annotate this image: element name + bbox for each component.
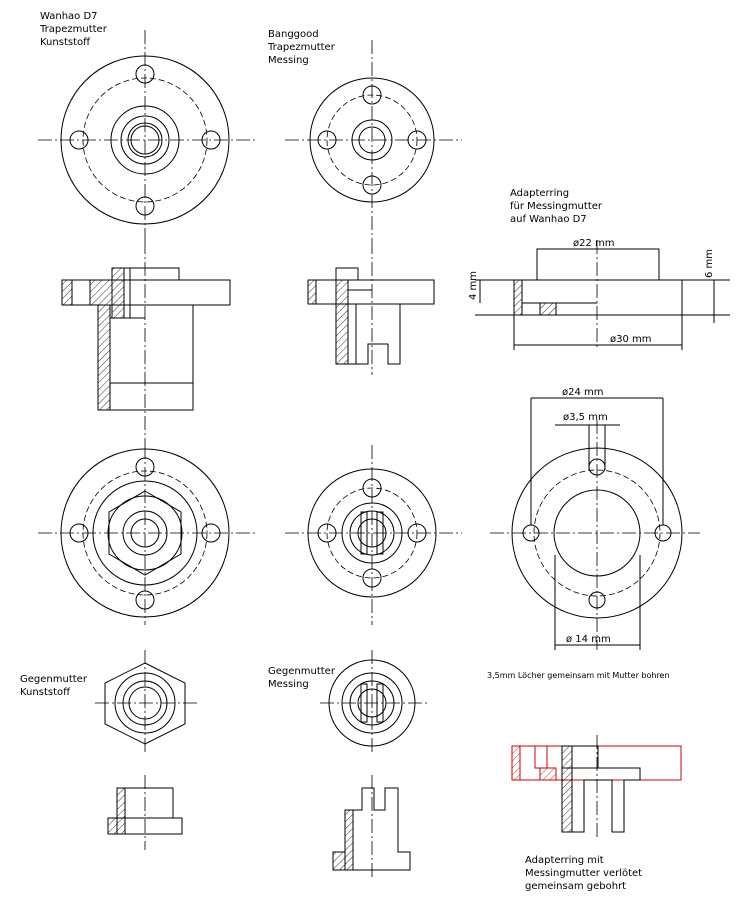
svg-text:Kunststoff: Kunststoff	[20, 687, 71, 698]
svg-text:Messingmutter verlötet: Messingmutter verlötet	[525, 868, 642, 879]
label-adapter-ring: Adapterring für Messingmutter auf Wanhao…	[510, 188, 603, 225]
dim-d14: ø 14 mm	[566, 634, 611, 645]
label-wanhao-nut: Wanhao D7 Trapezmutter Kunststoff	[39, 11, 108, 48]
dim-d22: ø22 mm	[573, 238, 615, 249]
svg-text:Wanhao D7: Wanhao D7	[40, 11, 98, 22]
plastic-counter-nut-top-view	[95, 650, 200, 755]
dim-h6: 6 mm	[704, 249, 715, 278]
brass-counter-nut-section	[332, 775, 411, 880]
label-counter-nut-brass: Gegenmutter Messing	[268, 666, 336, 690]
soldered-assembly-section	[511, 735, 682, 840]
banggood-nut-section-view	[307, 240, 435, 375]
wanhao-nut-section-view	[61, 240, 231, 445]
label-drill-note: 3,5mm Löcher gemeinsam mit Mutter bohren	[487, 671, 670, 680]
svg-text:Gegenmutter: Gegenmutter	[268, 666, 336, 677]
plastic-counter-nut-section	[107, 775, 183, 850]
dim-d24: ø24 mm	[562, 387, 604, 398]
svg-text:Gegenmutter: Gegenmutter	[20, 674, 88, 685]
svg-text:gemeinsam gebohrt: gemeinsam gebohrt	[525, 881, 626, 892]
adapter-ring-section-view	[475, 240, 730, 350]
brass-counter-nut-top-view	[320, 650, 430, 755]
dim-h4: 4 mm	[468, 271, 479, 300]
svg-text:Banggood: Banggood	[268, 29, 319, 40]
label-banggood-nut: Banggood Trapezmutter Messing	[267, 29, 336, 66]
svg-text:Messing: Messing	[268, 55, 309, 66]
svg-text:Adapterring mit: Adapterring mit	[525, 855, 604, 866]
label-soldered-note: Adapterring mit Messingmutter verlötet g…	[525, 855, 642, 892]
svg-text:Adapterring: Adapterring	[510, 188, 569, 199]
svg-text:Kunststoff: Kunststoff	[40, 37, 91, 48]
wanhao-nut-with-hex-top-view	[38, 445, 255, 625]
svg-text:für Messingmutter: für Messingmutter	[510, 201, 603, 212]
dim-d35: ø3,5 mm	[563, 412, 608, 423]
dim-d30: ø30 mm	[610, 334, 652, 345]
svg-text:Messing: Messing	[268, 679, 309, 690]
banggood-nut-top-view	[285, 40, 462, 240]
svg-text:Trapezmutter: Trapezmutter	[39, 24, 108, 35]
banggood-nut-with-counter-nut-top-view	[285, 445, 462, 625]
adapter-ring-top-view	[490, 397, 700, 650]
svg-text:Trapezmutter: Trapezmutter	[267, 42, 336, 53]
svg-text:auf Wanhao D7: auf Wanhao D7	[510, 214, 587, 225]
wanhao-nut-top-view	[38, 30, 255, 240]
label-counter-nut-plastic: Gegenmutter Kunststoff	[20, 674, 88, 698]
